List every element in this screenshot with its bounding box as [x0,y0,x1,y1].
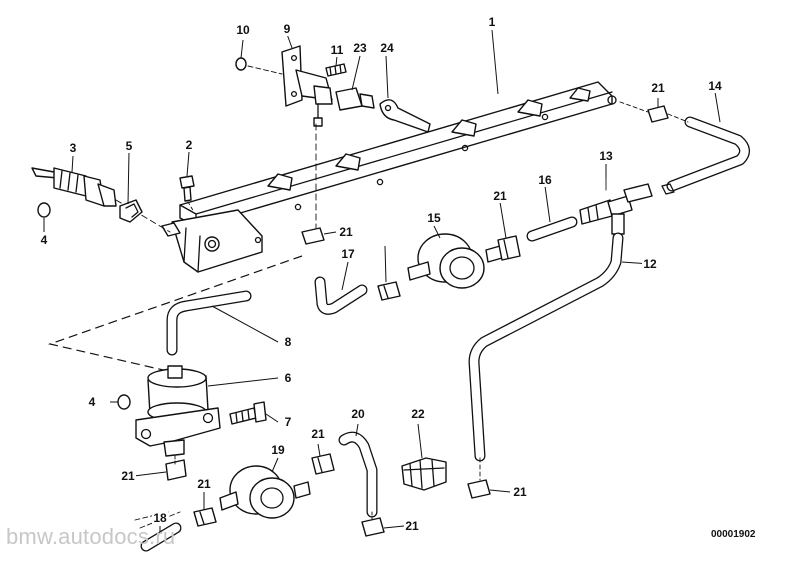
clamp-21 [301,123,325,245]
svg-text:21: 21 [339,225,353,239]
label-leaders [43,29,721,532]
hose-8 [166,290,252,356]
part-label-21: 21 [120,468,136,483]
part-label-20: 20 [350,406,366,421]
svg-text:10: 10 [236,23,250,37]
regulator-screw-7 [229,401,267,425]
seal-ring [37,202,51,218]
fuel-rail [161,81,617,273]
part-label-11: 11 [329,42,345,57]
clamp-21 [361,511,385,537]
watermark: bmw.autodocs.ru [6,524,176,549]
svg-text:4: 4 [89,395,96,409]
part-label-21: 21 [338,224,354,239]
hose-14 [661,116,750,195]
part-label-21: 21 [196,476,212,491]
svg-text:8: 8 [285,335,292,349]
svg-text:21: 21 [121,469,135,483]
pulsation-damper-19 [219,465,311,519]
part-label-23: 23 [352,40,368,55]
svg-text:11: 11 [331,43,344,57]
clamp-21 [497,235,521,261]
svg-text:23: 23 [353,41,367,55]
part-label-9: 9 [282,21,292,36]
part-label-10: 10 [235,22,251,37]
svg-text:13: 13 [599,149,613,163]
svg-text:7: 7 [285,415,292,429]
svg-text:18: 18 [153,511,167,525]
svg-text:6: 6 [285,371,292,385]
svg-text:21: 21 [513,485,527,499]
part-label-18: 18 [152,510,168,525]
svg-text:5: 5 [126,139,133,153]
part-label-7: 7 [283,414,293,429]
svg-text:17: 17 [341,247,355,261]
clamp-21 [619,101,689,123]
svg-text:3: 3 [70,141,77,155]
part-label-24: 24 [379,40,395,55]
pressure-valve-assembly [235,45,431,133]
svg-text:14: 14 [708,79,722,93]
seal-ring [117,394,131,410]
svg-text:2: 2 [186,138,193,152]
clamp-21 [377,281,401,301]
rail-screw [179,175,195,213]
hose-15 [526,216,578,242]
part-label-22: 22 [410,406,426,421]
svg-text:12: 12 [643,257,657,271]
part-label-8: 8 [283,334,293,349]
fuel-injector [31,167,171,233]
part-label-17: 17 [340,246,356,261]
clamp-21 [193,507,217,527]
svg-text:16: 16 [538,173,552,187]
hose-17 [314,276,368,315]
part-label-2: 2 [184,137,194,152]
svg-text:22: 22 [411,407,425,421]
svg-text:1: 1 [489,15,496,29]
svg-text:20: 20 [351,407,365,421]
svg-text:21: 21 [197,477,211,491]
part-label-4: 4 [39,232,49,247]
svg-text:4: 4 [41,233,48,247]
part-label-21: 21 [512,484,528,499]
part-label-15: 15 [426,210,442,225]
svg-text:21: 21 [405,519,419,533]
clamp-21 [467,457,491,499]
clamp-21 [311,453,335,475]
t-piece-13 [579,167,653,235]
part-label-4: 4 [87,394,97,409]
svg-text:21: 21 [311,427,325,441]
svg-text:21: 21 [493,189,507,203]
part-label-14: 14 [707,78,723,93]
pressure-regulator-6 [135,365,221,457]
dashed-reference-lines [47,255,303,373]
hose-12 [468,232,624,462]
svg-text:15: 15 [427,211,441,225]
pulsation-damper-16 [407,233,503,289]
svg-text:21: 21 [651,81,665,95]
svg-text:24: 24 [380,41,394,55]
part-label-12: 12 [642,256,658,271]
part-label-13: 13 [598,148,614,163]
part-label-16: 16 [537,172,553,187]
part-label-1: 1 [487,14,497,29]
part-label-21: 21 [404,518,420,533]
hose-20 [338,431,378,518]
part-label-5: 5 [124,138,134,153]
part-label-19: 19 [270,442,286,457]
part-label-21: 21 [650,80,666,95]
drawing-code: 00001902 [711,529,756,540]
svg-text:19: 19 [271,443,285,457]
clamp-21 [165,455,187,481]
part-label-21: 21 [310,426,326,441]
hose-holder-22 [401,457,447,491]
svg-text:9: 9 [284,22,291,36]
injector-clip [119,199,143,223]
part-label-3: 3 [68,140,78,155]
part-label-6: 6 [283,370,293,385]
part-label-21: 21 [492,188,508,203]
